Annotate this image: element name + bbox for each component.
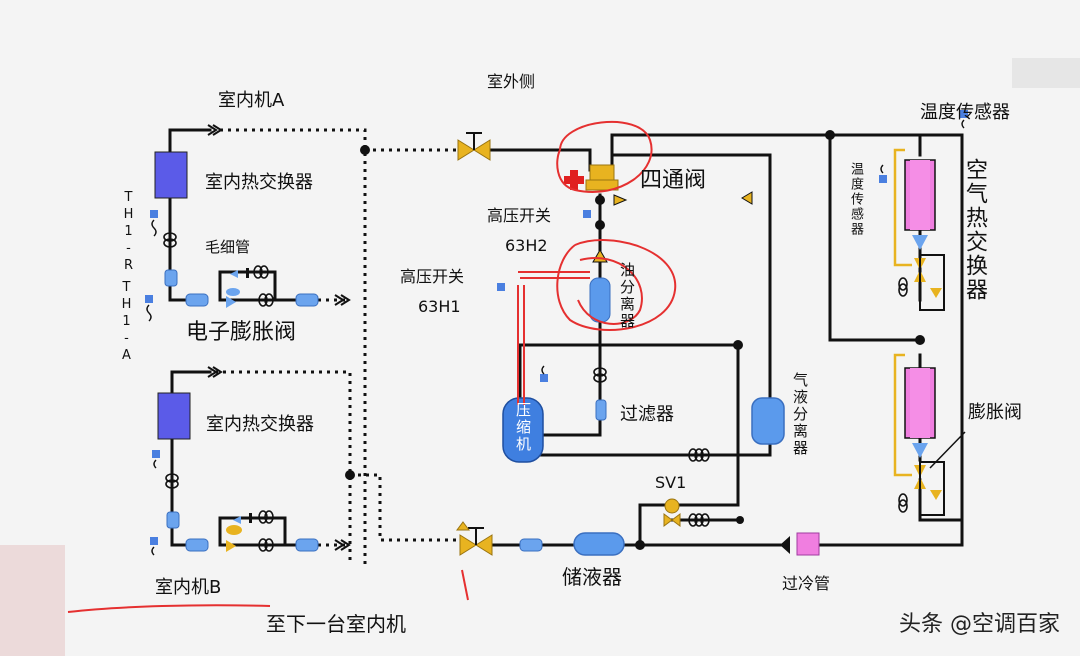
th1a-label: TH1-A <box>119 280 134 365</box>
temp-sensor-label: 温度传感器 <box>920 102 1010 123</box>
outdoor-side-label: 室外侧 <box>487 72 536 91</box>
compressor-label: 压缩机 <box>514 402 532 453</box>
exp-valve-label: 膨胀阀 <box>968 402 1022 423</box>
eev-label: 电子膨胀阀 <box>186 320 297 345</box>
four-way-label: 四通阀 <box>640 168 707 193</box>
oil-sep-label: 油分离器 <box>618 262 636 330</box>
indoor-a-label: 室内机A <box>218 90 285 111</box>
pink-corner-patch <box>0 545 65 656</box>
gas-liquid-separator-icon <box>751 397 785 445</box>
receiver-label: 储液器 <box>562 565 622 589</box>
exp-valve-pointer <box>929 431 966 469</box>
th1r-label: TH1-R <box>121 190 136 275</box>
hp-63h1-label: 63H1 <box>418 297 461 316</box>
temp-sensor-vert-label: 温度传感器 <box>848 162 863 237</box>
air-hx-label: 空气热交换器 <box>962 158 987 302</box>
hp-switch-1-label: 高压开关 <box>400 267 465 286</box>
capillary-label: 毛细管 <box>205 238 251 256</box>
receiver-icon <box>573 532 625 556</box>
hx-b-label: 室内热交换器 <box>206 414 314 435</box>
gas-liquid-sep-label: 气液分离器 <box>791 372 809 457</box>
indoor-b-label: 室内机B <box>155 577 222 598</box>
dotted-pipes <box>215 128 465 565</box>
oil-separator-icon <box>589 249 611 323</box>
indoor-hx-b <box>157 392 191 440</box>
subcooler-icon <box>780 532 820 556</box>
arrow-icons <box>207 124 351 551</box>
eev-b-icon <box>226 513 252 552</box>
next-unit-label: 至下一台室内机 <box>266 612 406 636</box>
eev-a-icon <box>226 268 249 308</box>
valve-icons <box>456 132 681 556</box>
indoor-hx-a <box>154 151 188 199</box>
coil-icons <box>163 232 908 552</box>
hx-a-label: 室内热交换器 <box>205 172 313 193</box>
four-way-valve-icon <box>564 164 753 206</box>
indoor-components <box>164 269 607 552</box>
watermark: 头条 @空调百家 <box>899 612 1060 637</box>
top-right-fade <box>1012 58 1080 88</box>
red-annotations <box>67 120 677 613</box>
filter-label: 过滤器 <box>620 404 674 425</box>
hp-switch-2-label: 高压开关 <box>487 206 552 225</box>
sv1-label: SV1 <box>655 473 687 492</box>
subcool-label: 过冷管 <box>782 574 831 593</box>
air-hx-icons <box>893 148 945 516</box>
hp-63h2-label: 63H2 <box>505 236 548 255</box>
junction-dots <box>345 130 925 550</box>
sensor-icons <box>145 110 968 556</box>
